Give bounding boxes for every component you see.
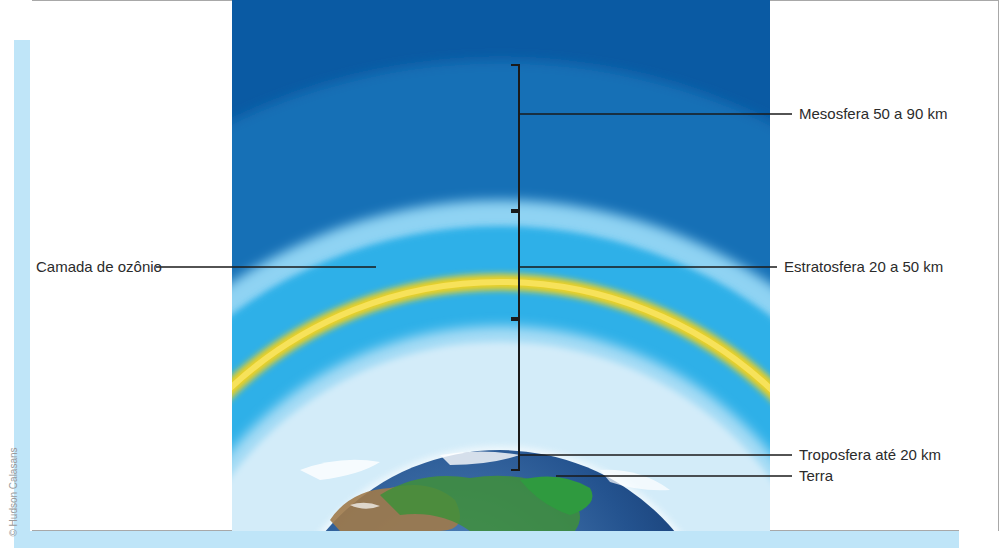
frame-line xyxy=(998,0,999,531)
layer-bracket xyxy=(511,65,519,470)
layer-label: Mesosfera 50 a 90 km xyxy=(799,105,947,123)
sky-panel xyxy=(232,0,770,531)
leader-line xyxy=(156,114,792,476)
earth xyxy=(272,450,728,531)
earth-label: Terra xyxy=(799,467,833,485)
ozone-label: Camada de ozônio xyxy=(36,258,162,276)
layer-label: Estratosfera 20 a 50 km xyxy=(784,258,943,276)
frame-bar xyxy=(14,531,959,548)
copyright-note: © Hudson Calasans xyxy=(8,447,20,536)
layer-label: Troposfera até 20 km xyxy=(799,446,941,464)
